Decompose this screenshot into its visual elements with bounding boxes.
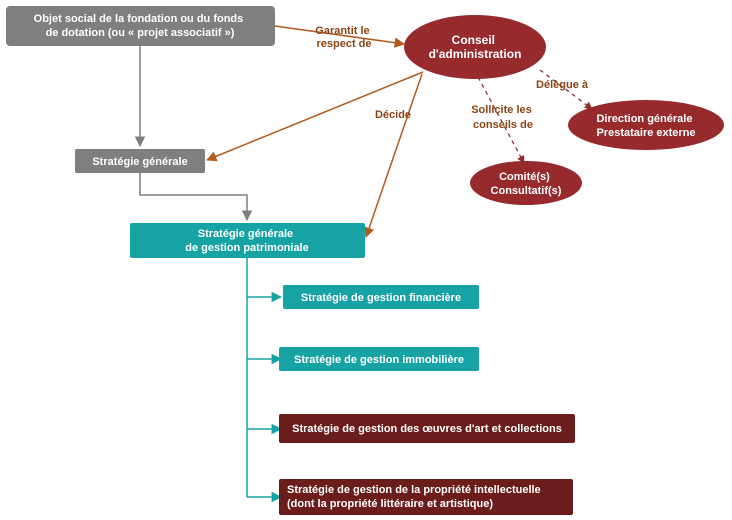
link-label-decide: Décide <box>375 109 411 121</box>
svg-text:Stratégie générale: Stratégie générale <box>92 156 187 168</box>
node-objet-social: Objet social de la fondation ou du fonds… <box>6 6 275 46</box>
node-strategie-generale: Stratégie générale <box>75 149 205 173</box>
svg-text:Direction générale Prest: Direction générale Prestataire externe <box>596 113 695 139</box>
link-label-sollicite: Sollicite les conseils de <box>471 104 535 131</box>
svg-text:Stratégie de gestion des œuvre: Stratégie de gestion des œuvres d'art et… <box>292 423 562 435</box>
arrow-strategie-to-patrimoniale <box>139 173 253 222</box>
svg-text:Conseil d'administration: Conseil d'administration <box>429 33 522 61</box>
node-strategie-oeuvres: Stratégie de gestion des œuvres d'art et… <box>279 414 575 443</box>
svg-text:Stratégie de gestion de la pro: Stratégie de gestion de la propriété int… <box>287 484 544 510</box>
link-label-garantit: Garantit le respect de <box>315 25 372 50</box>
svg-text:Stratégie de gestion immobiliè: Stratégie de gestion immobilière <box>294 354 464 366</box>
svg-text:Stratégie générale de ge: Stratégie générale de gestion patrimonia… <box>185 228 308 254</box>
svg-text:Stratégie de gestion financièr: Stratégie de gestion financière <box>301 292 461 304</box>
node-strategie-propriete: Stratégie de gestion de la propriété int… <box>279 479 573 515</box>
node-direction-generale: Direction générale Prestataire externe <box>568 100 724 150</box>
arrow-decide-patrimoniale <box>364 73 423 238</box>
node-strategie-patrimoniale: Stratégie générale de gestion patrimonia… <box>130 223 365 258</box>
arrow-decide-strategie <box>206 71 424 162</box>
node-comite-consultatif: Comité(s) Consultatif(s) <box>470 161 582 205</box>
arrow-delegue <box>539 69 593 110</box>
node-strategie-financiere: Stratégie de gestion financière <box>283 285 479 309</box>
svg-text:Comité(s) Consultatif(s): Comité(s) Consultatif(s) <box>491 171 562 197</box>
node-strategie-immobiliere: Stratégie de gestion immobilière <box>279 347 479 371</box>
arrow-sollicite <box>477 76 525 164</box>
svg-text:Objet social de la fondation o: Objet social de la fondation ou du fonds… <box>34 13 247 39</box>
arrow-garantit <box>274 25 406 48</box>
link-label-delegue: Délègue à <box>536 79 589 91</box>
node-conseil-administration: Conseil d'administration <box>404 15 546 79</box>
